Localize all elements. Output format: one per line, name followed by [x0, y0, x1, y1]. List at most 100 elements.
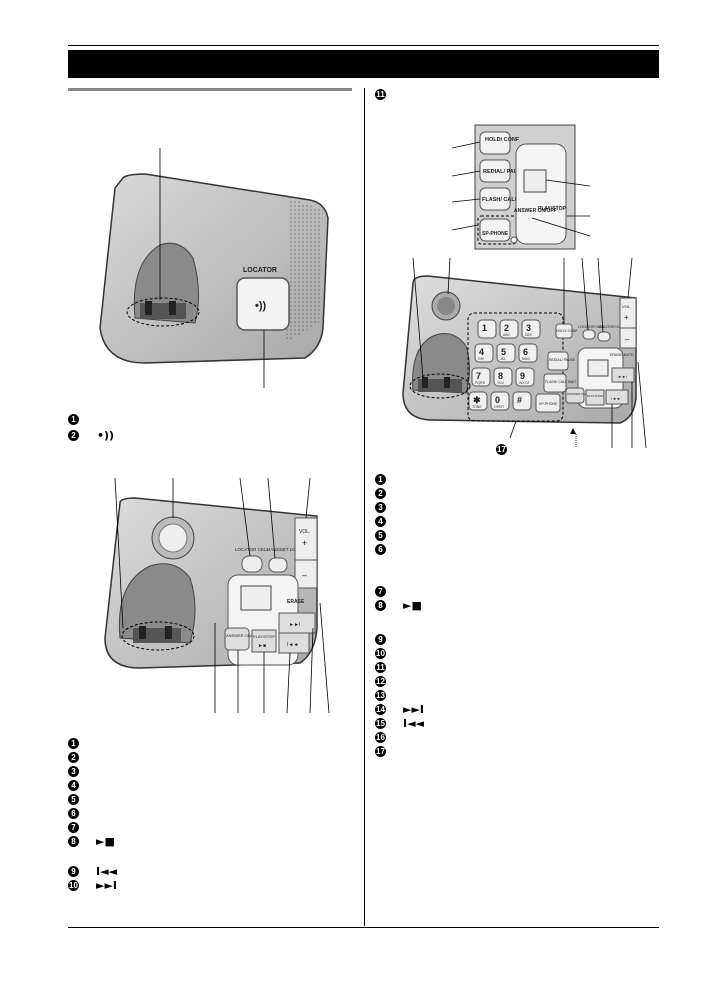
erase-key: ERASE: [287, 599, 305, 605]
skip-key: ►►I: [289, 622, 300, 628]
keypad-letters: DEF: [525, 333, 532, 337]
callout-number-7b: 7: [68, 822, 79, 833]
keypad-letters: PQRS: [475, 381, 486, 385]
base-unit-illustration-b: LOCATOR CELL HANDSET LOCATOR VOL. + – ER…: [104, 478, 330, 714]
locator-symbol: •)): [97, 429, 115, 442]
svg-text:HOLD/ CONF: HOLD/ CONF: [485, 137, 520, 143]
base-repeat-key: I◄◄: [611, 396, 620, 401]
base-erase-mute-key: ERASE/ MUTE: [610, 353, 634, 357]
footer-rule: [68, 927, 659, 928]
repeat-key: I◄◄: [287, 642, 298, 648]
base-unit-illustration-a: LOCATOR •)): [99, 148, 329, 388]
keypad-letters: GHI: [478, 357, 484, 361]
callout-number-2: 2: [68, 430, 79, 441]
base-hold-conf-key: HOLD/ CONF: [556, 329, 578, 333]
keypad-digit: 2: [504, 323, 509, 333]
inset-flash-call-wait-key: FLASH/ CALL WAIT: [482, 197, 534, 203]
base-locator-cell-key: LOCATOR/ CELL: [578, 325, 605, 329]
header-bar: [68, 50, 659, 78]
keypad-key: 1: [477, 319, 497, 339]
locator-key-label: LOCATOR: [243, 267, 277, 274]
handset-locator-key: HANDSET LOCATOR: [267, 547, 312, 552]
inset-panel-illustration: HOLD/ CONF REDIAL/ PAUSE FLASH/ CALL WAI…: [452, 124, 591, 250]
keypad-letters: WXYZ: [519, 381, 530, 385]
keypad-key: #: [512, 391, 532, 411]
svg-text:FLASH/ CALL WAIT: FLASH/ CALL WAIT: [482, 197, 534, 203]
answer-onoff-key: ANSWER ON/OFF: [226, 633, 260, 638]
callout-number-1b: 1: [68, 738, 79, 749]
callout-number-16c: 16: [375, 732, 386, 743]
base-vol-plus-key: +: [624, 313, 629, 322]
callout-number-3b: 3: [68, 766, 79, 777]
callout-number-3c: 3: [375, 502, 386, 513]
callout-number-12c: 12: [375, 676, 386, 687]
right-repeat-symbol: I◄◄: [403, 717, 425, 730]
keypad-digit: 1: [482, 323, 487, 333]
inset-answer-onoff-key: ANSWER ON/OFF: [514, 208, 557, 214]
base-skip-key: ►►I: [618, 374, 627, 379]
keypad-digit: 8: [498, 371, 503, 381]
right-skip-symbol: ►►I: [403, 703, 425, 716]
column-divider: [364, 88, 365, 926]
callout-number-2c: 2: [375, 488, 386, 499]
keypad-digit: ✱: [473, 395, 481, 405]
keypad-letters: JKL: [500, 357, 506, 361]
vol-minus-key: –: [302, 570, 307, 580]
callout-number-11c: 11: [375, 662, 386, 673]
callout-number-10c: 10: [375, 648, 386, 659]
keypad-letters: TONE: [472, 405, 482, 409]
inset-redial-pause-key: REDIAL/ PAUSE: [483, 169, 525, 175]
header-rule: [68, 45, 659, 46]
callout-number-15c: 15: [375, 718, 386, 729]
callout-number-8b: 8: [68, 836, 79, 847]
keypad-digit: #: [517, 395, 522, 405]
callout-number-1c: 1: [375, 474, 386, 485]
keypad-letters: TUV: [497, 381, 505, 385]
callout-number-7c: 7: [375, 586, 386, 597]
callout-number-5b: 5: [68, 794, 79, 805]
base-answer-onoff-key: ANSWER ON/OFF: [567, 392, 593, 396]
keypad-letters: MNO: [522, 357, 530, 361]
vol-key: VOL.: [299, 529, 310, 535]
svg-text:PLAY/STOP: PLAY/STOP: [538, 206, 566, 212]
repeat-symbol: I◄◄: [96, 865, 118, 878]
base-locator-intercom-key: LOCATOR/ INTERCOM: [598, 325, 635, 329]
callout-number-2b: 2: [68, 752, 79, 763]
base-flash-call-wait-key: FLASH/ CALL WAIT: [545, 380, 577, 384]
svg-text:REDIAL/ PAUSE: REDIAL/ PAUSE: [483, 169, 525, 175]
keypad-key: ✱TONE: [468, 391, 488, 411]
vol-plus-key: +: [302, 538, 307, 548]
locator-key-symbol: •)): [255, 300, 267, 312]
base-vol-minus-key: –: [625, 335, 630, 344]
keypad-digit: 4: [479, 347, 484, 357]
inset-hold-conf-key: HOLD/ CONF: [485, 137, 520, 143]
callout-number-6b: 6: [68, 808, 79, 819]
callout-number-4c: 4: [375, 516, 386, 527]
keypad-digit: 5: [501, 347, 506, 357]
callout-number-11-heading: 11: [375, 89, 386, 100]
callout-number-4b: 4: [68, 780, 79, 791]
locator-cell-key: LOCATOR CELL: [235, 547, 269, 552]
keypad-digit: 9: [520, 371, 525, 381]
play-stop-key-symbol: ►■: [258, 643, 266, 649]
keypad-letters: ABC: [503, 333, 511, 337]
base-play-stop-key: PLAY/STOP: [587, 394, 603, 398]
base-vol-key: VOL.: [622, 304, 631, 309]
svg-text:ANSWER ON/OFF: ANSWER ON/OFF: [514, 208, 557, 214]
skip-symbol: ►►I: [96, 879, 118, 892]
section-bar: [68, 88, 352, 91]
callout-number-13c: 13: [375, 690, 386, 701]
keypad-letters: OPER: [494, 405, 504, 409]
keypad-digit: 6: [523, 347, 528, 357]
keypad-digit: 7: [476, 371, 481, 381]
play-stop-symbol: ►■: [96, 835, 115, 848]
base-sp-phone-key: SP-PHONE: [539, 402, 558, 406]
